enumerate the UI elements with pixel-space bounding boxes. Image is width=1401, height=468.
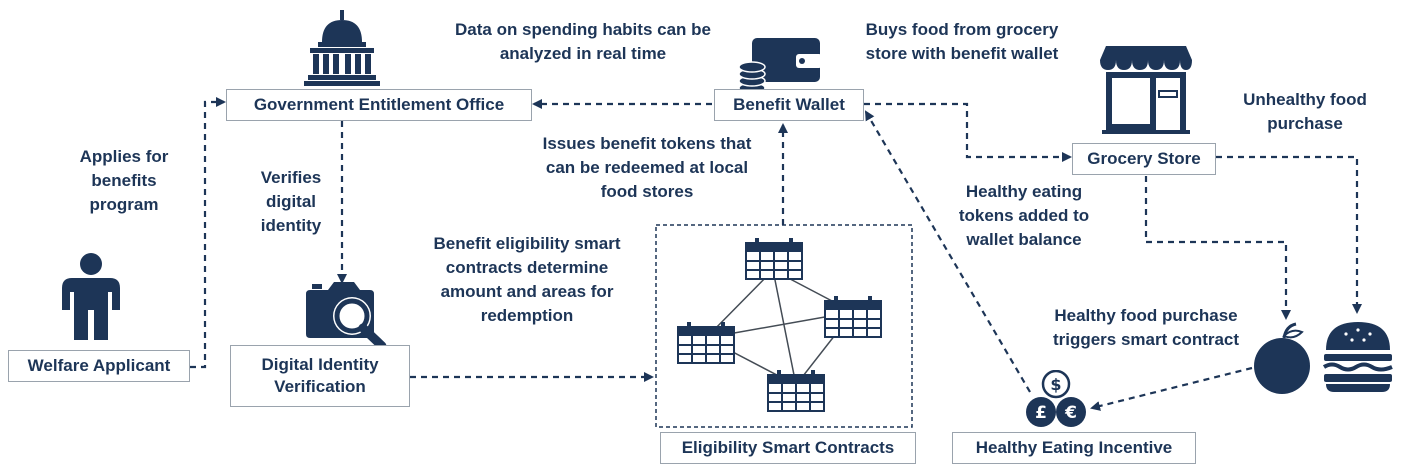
storefront-icon — [1100, 46, 1192, 134]
annotation-unhealthy: Unhealthy food purchase — [1243, 90, 1367, 133]
capitol-building-icon — [304, 10, 380, 86]
annotation-buys-food: Buys food from grocery store with benefi… — [865, 20, 1059, 63]
arrow-store-to-burger — [1216, 155, 1362, 314]
healthy-incentive-node: Healthy Eating Incentive — [952, 432, 1196, 464]
calendar-grid-icon — [677, 322, 735, 364]
annotation-healthy-tokens: Healthy eating tokens added to wallet ba… — [958, 182, 1090, 249]
annotation-applies: Applies for benefits program — [79, 147, 169, 214]
calendar-grid-icon — [824, 296, 882, 338]
arrow-store-to-apple — [1144, 176, 1291, 320]
svg-text:£: £ — [1035, 403, 1047, 423]
svg-text:$: $ — [1050, 375, 1061, 394]
calendar-grid-icon — [767, 370, 825, 412]
welfare-applicant-node: Welfare Applicant — [8, 350, 190, 382]
annotation-eligibility: Benefit eligibility smart contracts dete… — [433, 234, 621, 325]
arrow-incentive-to-wallet — [864, 110, 1031, 393]
svg-text:€: € — [1064, 403, 1077, 423]
calendar-grid-icon — [745, 238, 803, 280]
government-office-node: Government Entitlement Office — [226, 89, 532, 121]
currency-coins-icon: $ £ € — [1026, 370, 1086, 427]
camera-search-icon — [306, 282, 387, 350]
wallet-icon — [738, 38, 822, 94]
smart-contracts-container — [655, 224, 913, 428]
annotation-healthy-purchase: Healthy food purchase triggers smart con… — [1052, 306, 1240, 349]
smart-contracts-node: Eligibility Smart Contracts — [660, 432, 916, 464]
apple-icon — [1254, 322, 1310, 394]
arrow-wallet-to-store — [864, 102, 1072, 162]
annotation-data-spending: Data on spending habits can be analyzed … — [455, 20, 711, 63]
person-icon — [62, 253, 120, 340]
annotation-issues-tokens: Issues benefit tokens that can be redeem… — [542, 134, 752, 201]
grocery-store-node: Grocery Store — [1072, 143, 1216, 175]
digital-identity-node: Digital Identity Verification — [230, 345, 410, 407]
annotation-verifies: Verifies digital identity — [260, 168, 322, 235]
arrow-apple-to-incentive — [1090, 366, 1253, 411]
burger-icon — [1322, 322, 1393, 392]
arrow-applicant-to-office — [190, 97, 226, 369]
benefit-wallet-node: Benefit Wallet — [714, 89, 864, 121]
